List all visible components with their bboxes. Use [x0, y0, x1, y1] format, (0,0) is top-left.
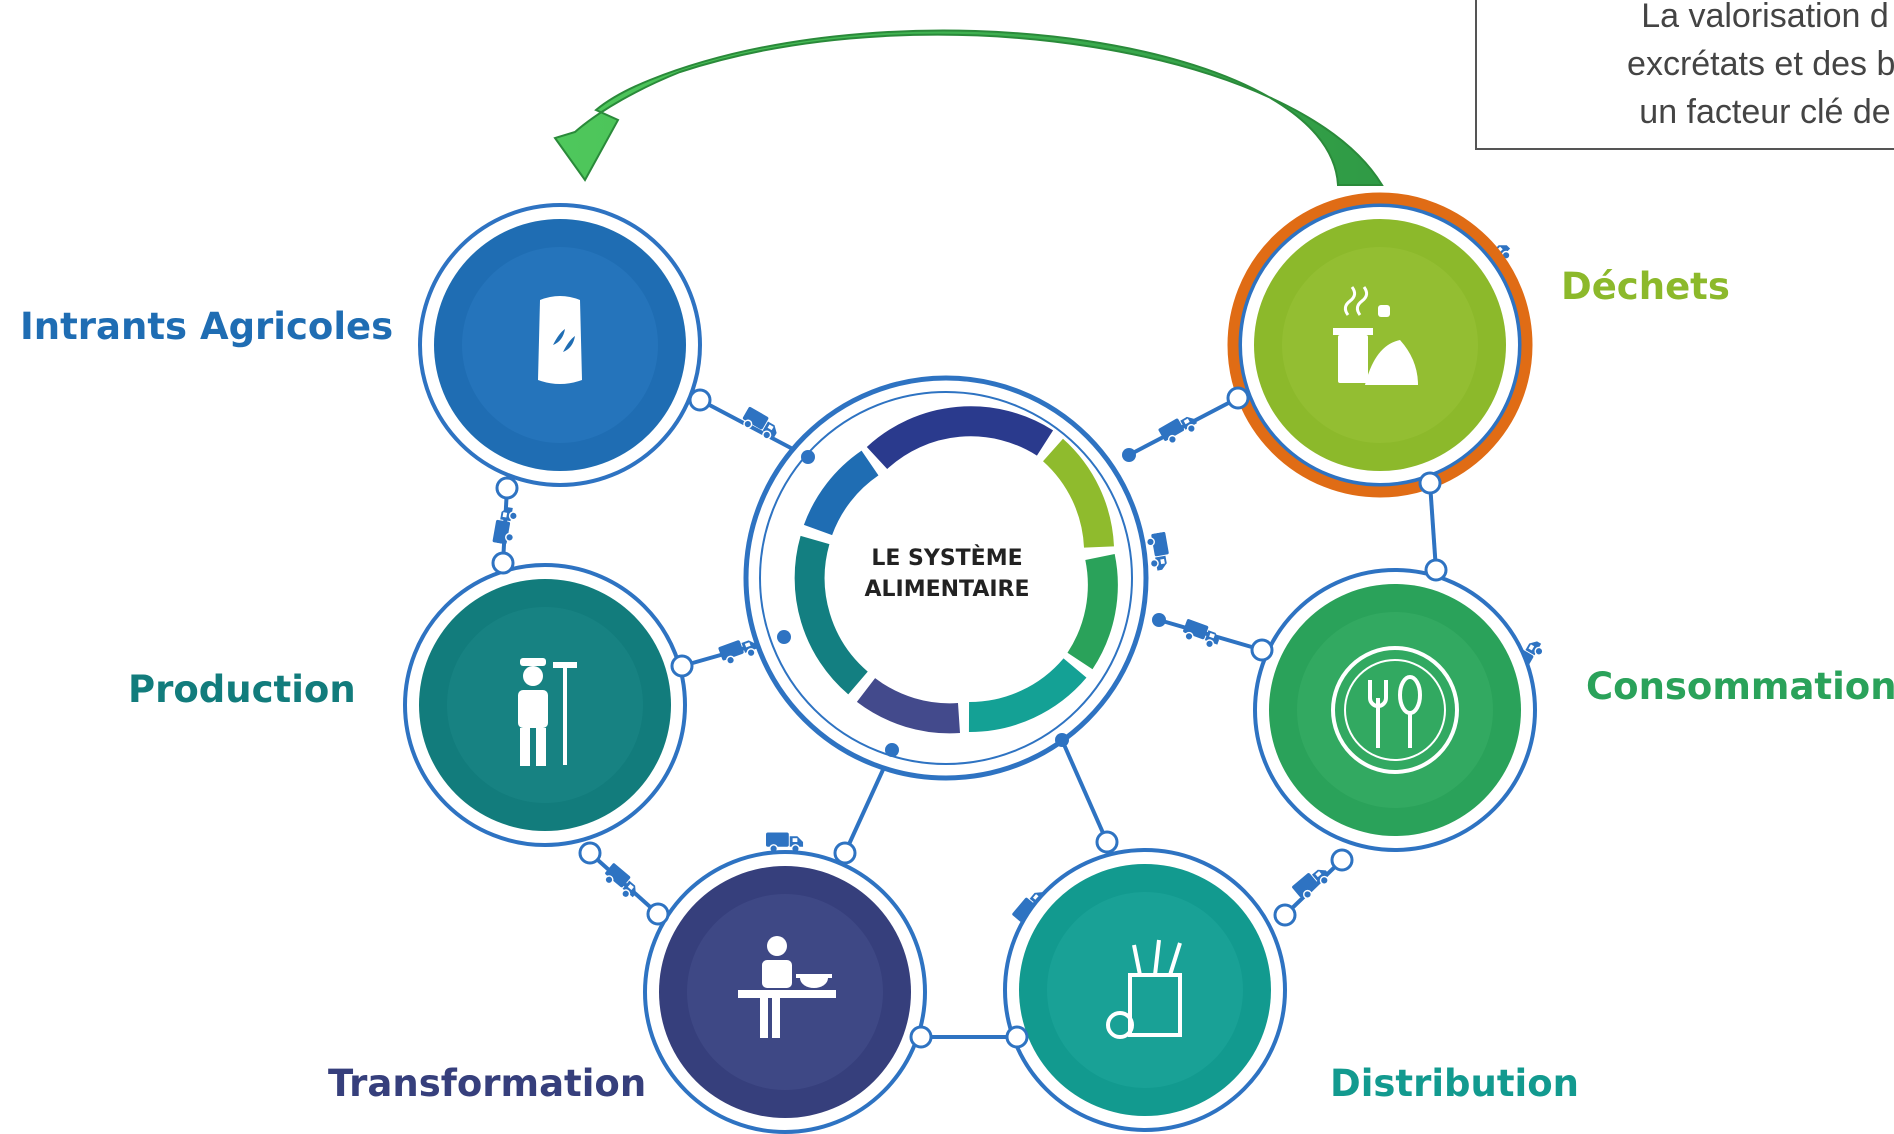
food-waste-icon — [1333, 286, 1418, 385]
central-hub — [743, 375, 1149, 781]
stage-label-consommation: Consommation — [1586, 665, 1894, 708]
truck-icon — [491, 504, 520, 546]
note-text: La valorisation d excrétats et des bi un… — [1505, 0, 1894, 136]
stage-label-dechets: Déchets — [1561, 265, 1730, 308]
return-arrow — [553, 29, 1384, 186]
grocery-bag-icon — [1106, 939, 1182, 1039]
stage-consommation — [1253, 568, 1537, 852]
stage-label-distribution: Distribution — [1330, 1062, 1579, 1105]
truck-icon — [738, 405, 783, 443]
stage-intrants — [418, 203, 702, 487]
plate-cutlery-icon — [1331, 646, 1459, 774]
stage-transformation — [643, 850, 927, 1134]
truck-icon — [1144, 531, 1173, 573]
truck-icon — [1180, 617, 1223, 651]
truck-icon — [766, 831, 804, 854]
fertilizer-bag-icon — [538, 296, 582, 384]
center-title-line2: ALIMENTAIRE — [864, 577, 1030, 602]
truck-icon — [1157, 409, 1201, 448]
center-title-line1: LE SYSTÈME — [871, 546, 1023, 571]
note-line-3: un facteur clé de — [1639, 93, 1891, 131]
stage-label-transformation: Transformation — [328, 1062, 647, 1105]
stage-dechets — [1227, 192, 1533, 498]
stage-label-production: Production — [128, 668, 356, 711]
note-line-2: excrétats et des bi — [1627, 45, 1894, 83]
stage-distribution — [1003, 848, 1287, 1132]
note-line-1: La valorisation d — [1641, 0, 1889, 35]
stage-production — [403, 563, 687, 847]
truck-icon — [1290, 862, 1334, 903]
hub-connector-dots — [777, 448, 1166, 757]
farmer-icon — [518, 658, 577, 766]
center-title: LE SYSTÈME ALIMENTAIRE — [862, 543, 1032, 605]
stage-label-intrants: Intrants Agricoles — [20, 305, 394, 348]
cook-icon — [738, 936, 836, 1038]
dechets-highlight-ring — [1227, 192, 1533, 498]
stage-connector-dots — [491, 386, 1448, 1049]
note-box: La valorisation d excrétats et des bi un… — [1475, 0, 1894, 150]
